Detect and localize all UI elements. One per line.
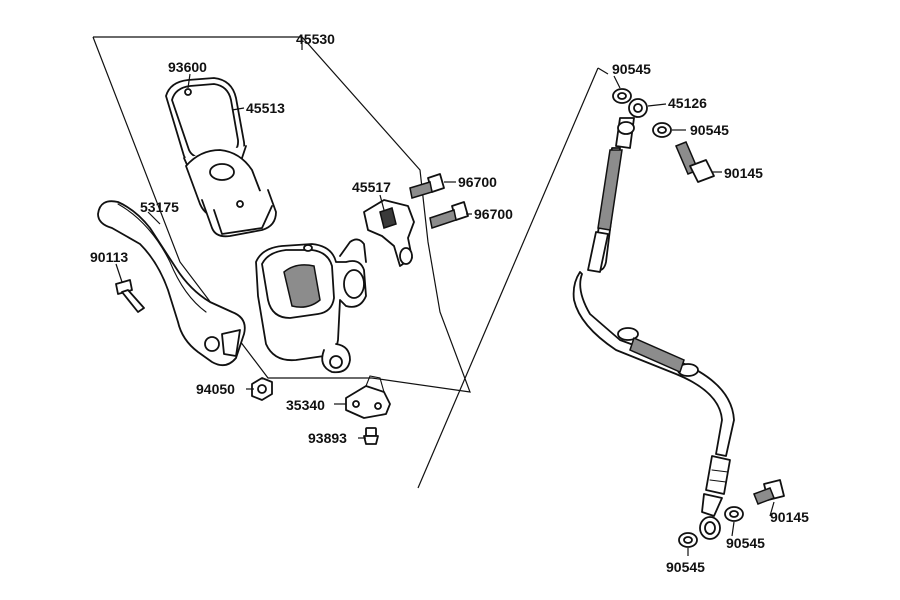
lever-bolt-part	[115, 279, 145, 313]
label-45513: 45513	[246, 100, 285, 116]
leader-lines	[115, 73, 775, 556]
brake-hose-part	[572, 147, 735, 540]
hose-fitting-part	[615, 98, 648, 149]
reservoir-cap-part	[165, 77, 277, 238]
label-45517: 45517	[352, 179, 391, 195]
label-94050: 94050	[196, 381, 235, 397]
label-53175: 53175	[140, 199, 179, 215]
label-93600: 93600	[168, 59, 207, 75]
label-90145-top: 90145	[724, 165, 763, 181]
master-cylinder-body-part	[255, 238, 367, 374]
banjo-bolt-bottom-part	[753, 479, 785, 505]
label-90545-top-2: 90545	[690, 122, 729, 138]
label-45126: 45126	[668, 95, 707, 111]
label-45530: 45530	[296, 31, 335, 47]
label-90545-top-1: 90545	[612, 61, 651, 77]
washer-bottom-1-part	[678, 532, 698, 548]
washer-bottom-2-part	[724, 506, 744, 522]
label-90145-bottom: 90145	[770, 509, 809, 525]
brake-switch-part	[345, 375, 391, 419]
hose-group-outline	[417, 67, 609, 489]
brake-lever-part	[97, 200, 246, 367]
washer-top-2-part	[652, 122, 672, 138]
label-96700-upper: 96700	[458, 174, 497, 190]
holder-part	[363, 199, 415, 267]
label-90113: 90113	[90, 249, 128, 265]
label-93893: 93893	[308, 430, 347, 446]
washer-top-1-part	[612, 88, 632, 104]
label-90545-bottom-2: 90545	[726, 535, 765, 551]
holder-bolt-lower-part	[429, 201, 469, 229]
switch-screw-part	[363, 427, 379, 445]
label-35340: 35340	[286, 397, 325, 413]
label-90545-bottom-1: 90545	[666, 559, 705, 575]
label-96700-lower: 96700	[474, 206, 513, 222]
banjo-bolt-top-part	[675, 141, 715, 183]
holder-bolt-upper-part	[409, 173, 445, 199]
lever-nut-part	[251, 377, 273, 401]
